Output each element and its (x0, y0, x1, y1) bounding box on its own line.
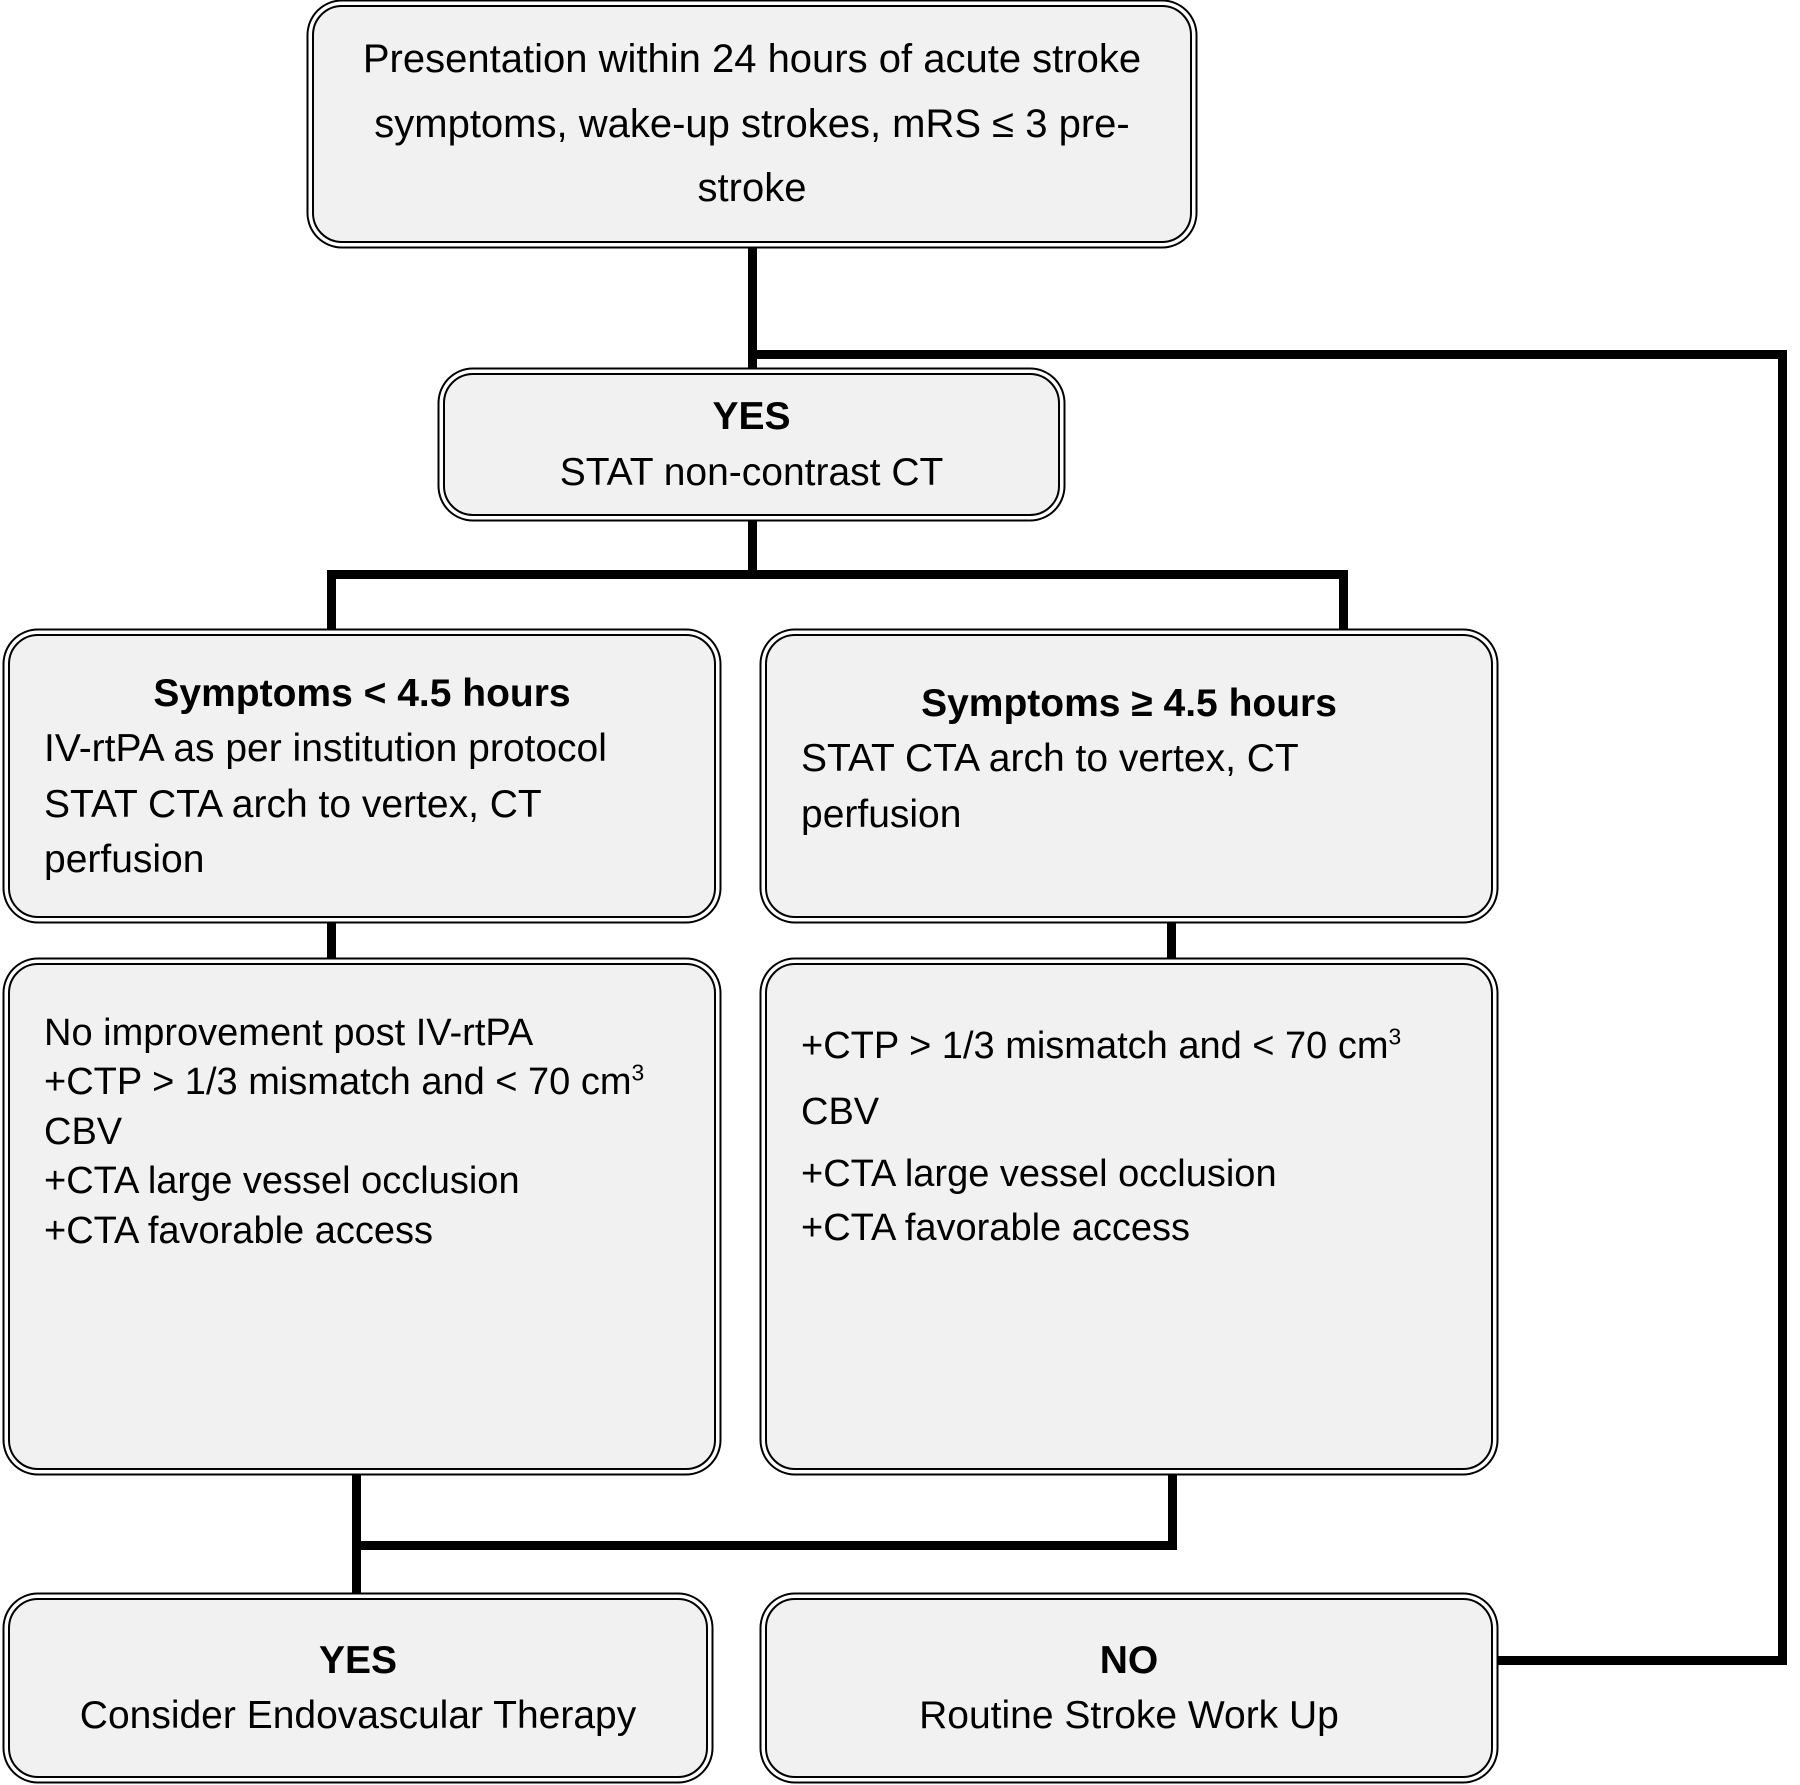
symptoms-lt-line-1: IV-rtPA as per institution protocol (44, 727, 607, 771)
node-criteria-left[interactable]: No improvement post IV-rtPA +CTP > 1/3 m… (8, 963, 716, 1470)
criteria-right-line-1-superscript: 3 (1388, 1023, 1402, 1050)
edge-criteria-right-stem (1168, 1472, 1177, 1546)
node-criteria-right[interactable]: +CTP > 1/3 mismatch and < 70 cm3 CBV +CT… (765, 963, 1493, 1470)
symptoms-ge-line-1: STAT CTA arch to vertex, CT (801, 737, 1299, 781)
criteria-left-line-2-superscript: 3 (631, 1059, 645, 1086)
edge-yes-to-symptoms-lt (327, 570, 336, 638)
edge-yes-stem (748, 513, 757, 575)
node-symptoms-less-than[interactable]: Symptoms < 4.5 hours IV-rtPA as per inst… (8, 634, 716, 918)
criteria-right-line-3: +CTA large vessel occlusion (801, 1153, 1277, 1196)
edge-presentation-stem (748, 240, 757, 358)
symptoms-ge-header: Symptoms ≥ 4.5 hours (921, 682, 1337, 725)
edge-bypass-into-no (1487, 1656, 1787, 1665)
criteria-left-line-2-text: +CTP > 1/3 mismatch and < 70 cm (44, 1061, 632, 1104)
edge-symptoms-ge-to-criteria-right (1167, 915, 1176, 967)
outcome-no-header: NO (1099, 1638, 1159, 1682)
outcome-yes-header: YES (318, 1638, 398, 1682)
node-outcome-no[interactable]: NO Routine Stroke Work Up (765, 1598, 1493, 1778)
criteria-left-line-5: +CTA favorable access (44, 1209, 433, 1252)
node-symptoms-greater-equal[interactable]: Symptoms ≥ 4.5 hours STAT CTA arch to ve… (765, 634, 1493, 918)
outcome-yes-line-1: Consider Endovascular Therapy (79, 1694, 637, 1737)
presentation-line-1: Presentation within 24 hours of acute st… (362, 36, 1142, 81)
edge-merge-horizontal (352, 1541, 1177, 1550)
criteria-left-line-3: CBV (44, 1110, 123, 1153)
criteria-left-line-2: +CTP > 1/3 mismatch and < 70 cm3 (10, 1058, 714, 1107)
criteria-right-line-2: CBV (801, 1090, 880, 1133)
criteria-right-line-4: +CTA favorable access (801, 1207, 1190, 1250)
criteria-left-line-1: No improvement post IV-rtPA (44, 1012, 534, 1054)
symptoms-lt-line-2: STAT CTA arch to vertex, CT (44, 782, 542, 826)
edge-yes-split-horizontal (327, 570, 1348, 579)
edge-yes-to-symptoms-ge (1339, 570, 1348, 638)
edge-criteria-left-stem (352, 1472, 361, 1597)
symptoms-ge-line-2: perfusion (801, 792, 962, 836)
criteria-left-line-4: +CTA large vessel occlusion (44, 1160, 520, 1203)
outcome-no-line-1: Routine Stroke Work Up (919, 1694, 1339, 1737)
yes-ct-header: YES (712, 395, 791, 439)
symptoms-lt-line-3: perfusion (44, 838, 205, 882)
edge-presentation-bypass-horizontal (748, 350, 1787, 359)
edge-bypass-vertical (1778, 350, 1787, 1665)
yes-ct-line-1: STAT non-contrast CT (559, 450, 944, 494)
criteria-right-line-1-text: +CTP > 1/3 mismatch and < 70 cm (801, 1025, 1389, 1067)
criteria-right-line-1: +CTP > 1/3 mismatch and < 70 cm3 (767, 1017, 1491, 1076)
presentation-line-2: symptoms, wake-up strokes, mRS ≤ 3 pre- (374, 101, 1130, 146)
node-presentation[interactable]: Presentation within 24 hours of acute st… (312, 5, 1192, 243)
edge-symptoms-lt-to-criteria-left (327, 915, 336, 967)
node-outcome-yes[interactable]: YES Consider Endovascular Therapy (8, 1598, 708, 1778)
node-yes-stat-ct[interactable]: YES STAT non-contrast CT (443, 373, 1060, 516)
symptoms-lt-header: Symptoms < 4.5 hours (153, 672, 571, 715)
presentation-line-3: stroke (697, 166, 807, 211)
